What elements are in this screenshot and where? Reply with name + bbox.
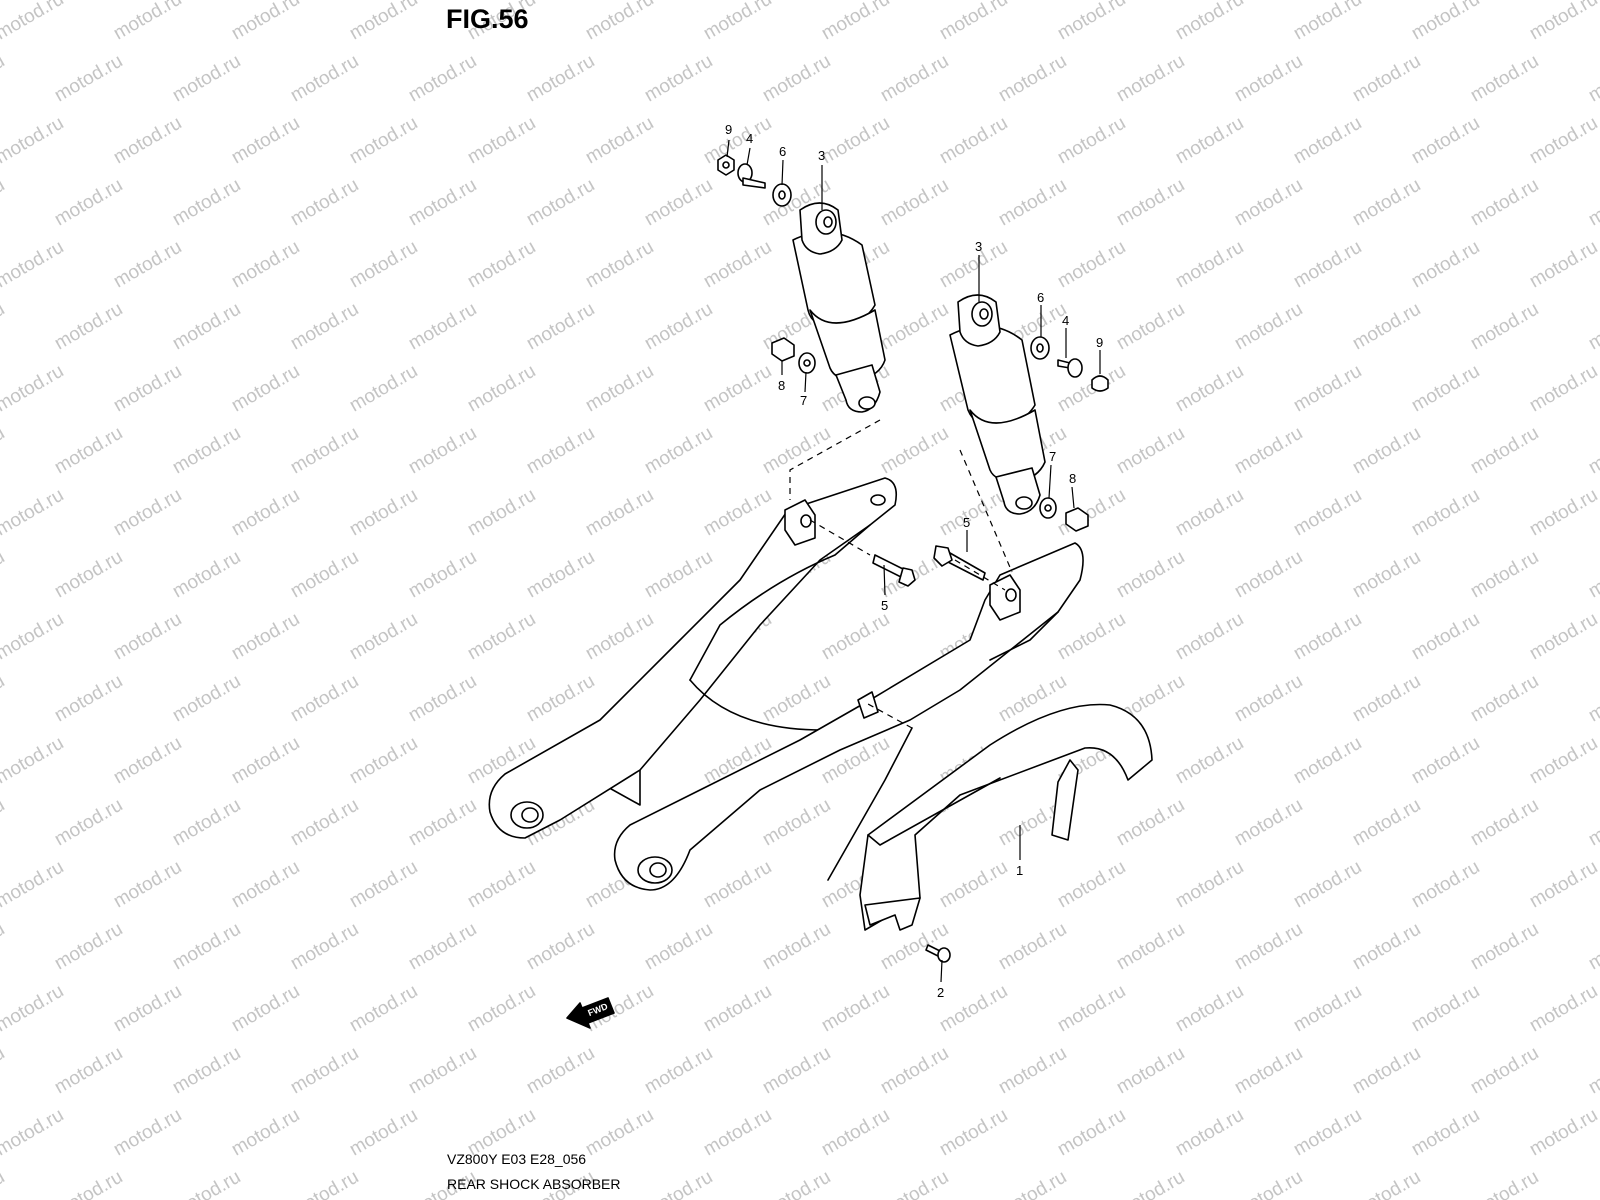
leader-2 [940,959,943,983]
forward-direction-badge: FWD [566,997,615,1029]
swingarm-left-arm-edge [689,524,871,681]
leader-5-left [883,564,886,596]
callout-9-right: 9 [1096,335,1103,350]
bolt-5-right-head [933,545,953,567]
hardware-left-bottom [771,337,816,374]
watermark-text: motod.ru [0,1167,8,1200]
callout-1: 1 [1016,863,1023,878]
callout-4-left: 4 [746,131,753,146]
leader-8-right [1071,486,1075,509]
leader-7-right [1048,464,1052,499]
screw-2 [925,944,951,963]
washer-7-right-hole [1044,504,1052,512]
nut-8-right [1065,507,1089,532]
swingarm-right-mount-hole [1005,588,1017,602]
assembly-dashed-lines [789,419,1013,729]
section-title: REAR SHOCK ABSORBER [447,1176,621,1192]
left-shock-top-eye-bore [823,216,833,228]
model-code: VZ800Y E03 E28_056 [447,1151,587,1167]
swingarm-right-arm-edge [989,611,1059,661]
swingarm-left-arm [488,477,898,839]
swingarm-slot [870,494,886,506]
hardware-right-bottom [1039,497,1089,532]
chain-guard [827,703,1153,931]
bolt-5-left [872,554,906,579]
leader-9-left [726,139,730,158]
hardware-left-top [717,154,792,207]
callout-labels: 9 4 6 3 8 7 3 6 4 9 7 8 5 5 1 2 [725,122,1103,1000]
dash-right-bolt-axis [954,559,1006,591]
chain-guard-body [859,703,1153,931]
callout-5-right: 5 [963,515,970,530]
callout-6-right: 6 [1037,290,1044,305]
washer-7-left-hole [803,359,811,367]
swingarm-left-mount-lug [784,499,816,546]
callout-2: 2 [937,985,944,1000]
swingarm-left-mount-hole [800,514,812,528]
bolt-5-left-head [898,567,916,587]
callout-3-left: 3 [818,148,825,163]
dash-right-shock-to-swingarm [959,449,1013,573]
callout-8-right: 8 [1069,471,1076,486]
callout-6-left: 6 [779,144,786,159]
swingarm [488,477,1084,891]
fwd-arrow-icon [566,997,615,1029]
swingarm-guard-tab [857,691,879,719]
callout-3-right: 3 [975,239,982,254]
chain-guard-front-tab [864,897,921,931]
callout-9-left: 9 [725,122,732,137]
washer-6-left-hole [778,190,786,200]
chain-guard-rear-bracket [1051,759,1079,841]
left-rear-shock-absorber [792,202,886,413]
dash-left-bolt-axis [809,519,871,556]
cap-9-right [1091,375,1109,392]
swingarm-right-mount-lug [989,574,1021,621]
hardware-right-top [1030,336,1109,392]
callout-7-right: 7 [1049,449,1056,464]
washer-4-right [1067,358,1083,378]
callout-8-left: 8 [778,378,785,393]
nut-9-left-hole [722,161,730,169]
nut-8-left [771,337,795,362]
callout-7-left: 7 [800,393,807,408]
chain-guard-upper-lip [867,777,1001,846]
dash-left-shock-to-swingarm [789,419,881,500]
callout-5-left: 5 [881,598,888,613]
swingarm-right-pivot-bore [649,862,667,878]
mount-bolts [872,545,986,587]
swingarm-left-pivot-bore [521,807,539,823]
washer-6-right-hole [1036,343,1044,353]
callout-4-right: 4 [1062,313,1069,328]
leader-4-left [746,147,751,166]
figure-title: FIG.56 [446,4,529,34]
leader-lines [726,139,1101,983]
screw-2-head [937,947,951,963]
right-rear-shock-absorber [949,294,1046,515]
leader-7-left [804,371,807,393]
dash-guard-to-swingarm [867,703,913,729]
bolt-4-left [742,177,766,189]
leader-6-left [781,159,784,186]
chain-guard-fold [827,727,913,881]
swingarm-right-arm [613,542,1084,891]
right-shock-top-eye-bore [979,308,989,320]
left-shock-lower-eye [858,396,876,410]
right-shock-lower-eye [1015,496,1033,510]
